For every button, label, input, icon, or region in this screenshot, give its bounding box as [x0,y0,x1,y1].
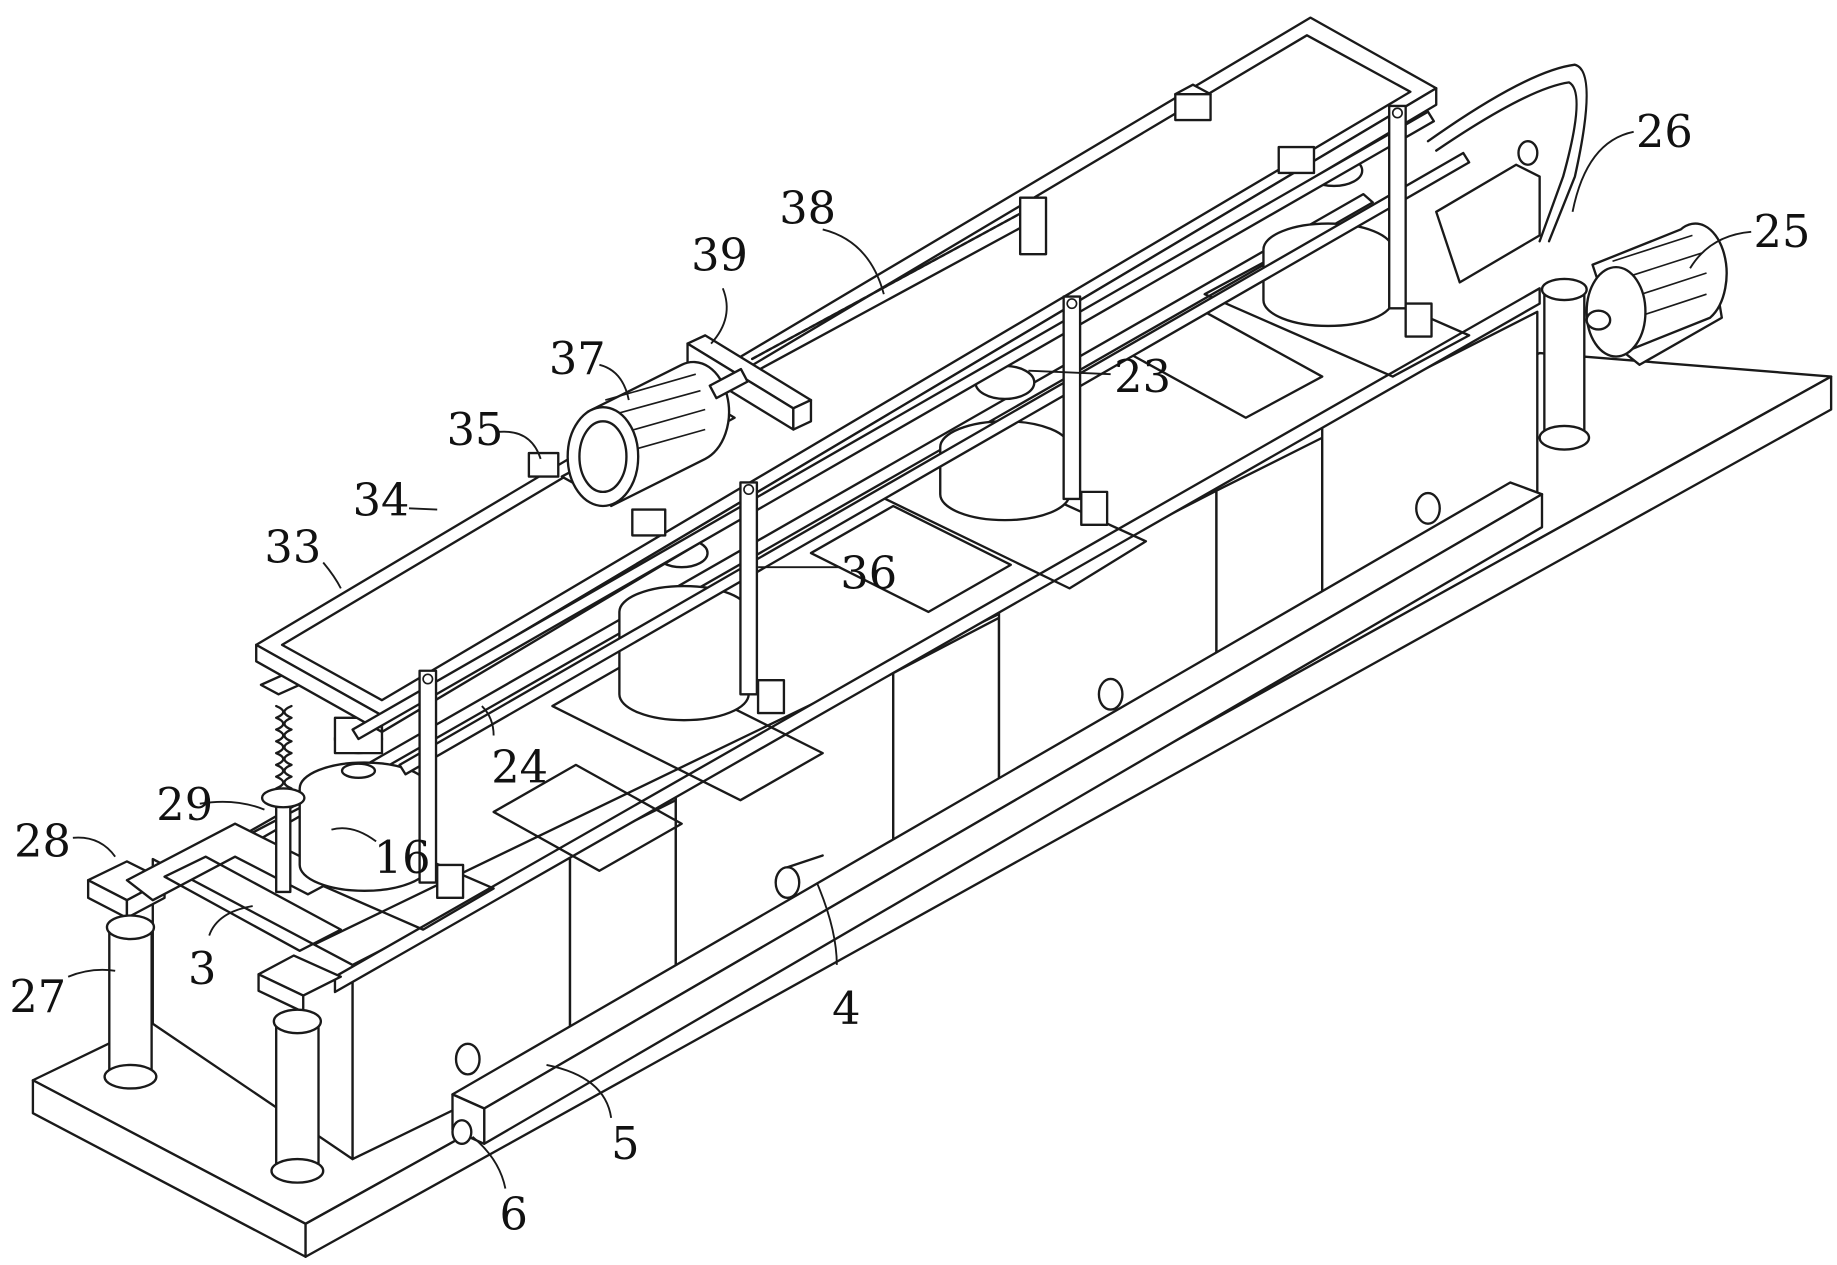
label-24: 24 [491,742,548,794]
label-39: 39 [691,230,748,282]
support-column [103,277,1591,1184]
label-4: 4 [832,983,860,1035]
label-3: 3 [188,943,216,995]
callouts: 28 29 16 3 27 24 36 33 34 35 37 39 38 23… [9,106,1810,1241]
label-35: 35 [447,404,504,456]
label-28: 28 [14,816,71,868]
label-38: 38 [779,183,836,235]
label-26: 26 [1636,106,1693,158]
label-29: 29 [156,779,213,831]
label-27: 27 [9,971,66,1023]
label-33: 33 [264,521,321,573]
label-34: 34 [353,474,410,526]
drive-motor-37 [560,360,749,508]
label-5: 5 [611,1118,639,1170]
lead-screw [751,196,1048,371]
label-25: 25 [1754,206,1811,258]
swing-link [418,104,1433,900]
label-16: 16 [374,832,431,884]
drive-motor-25 [1585,222,1728,366]
label-36: 36 [840,547,897,599]
label-6: 6 [500,1189,528,1241]
label-23: 23 [1114,351,1171,403]
hose [1426,63,1588,284]
upper-frame [255,16,1471,776]
drain-pipe [451,481,1544,1145]
label-37: 37 [549,333,606,385]
